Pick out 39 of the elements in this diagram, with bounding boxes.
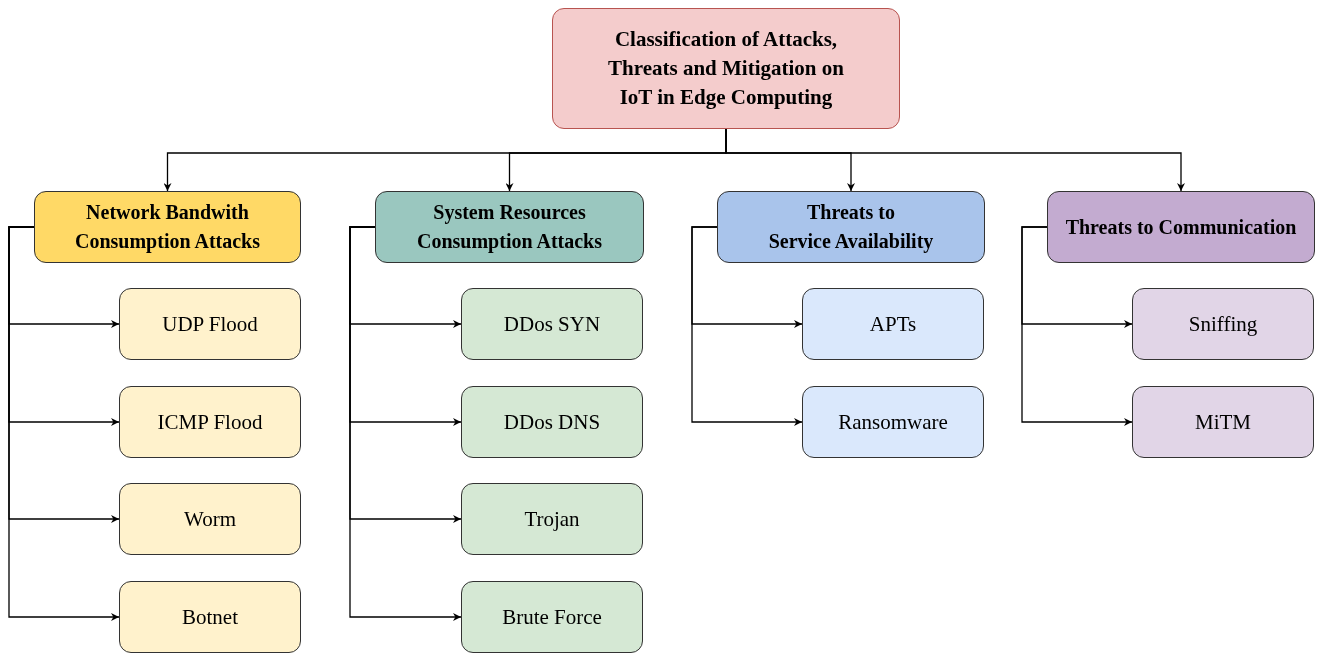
connector-arrow bbox=[349, 226, 462, 621]
connector-arrow bbox=[725, 128, 1185, 192]
node-label: System Resources Consumption Attacks bbox=[415, 200, 603, 255]
node-label: DDos SYN bbox=[503, 310, 601, 338]
leaf-box bbox=[119, 288, 301, 360]
node-label: Classification of Attacks, Threats and Mitigation on IoT in Edge Computing bbox=[607, 26, 845, 111]
node-label: DDos DNS bbox=[503, 408, 601, 436]
node-label: ICMP Flood bbox=[157, 408, 263, 436]
leaf-box bbox=[802, 386, 984, 458]
node-label: UDP Flood bbox=[162, 310, 258, 338]
leaf-box bbox=[119, 386, 301, 458]
node-label: Botnet bbox=[182, 603, 238, 631]
category-box bbox=[1047, 191, 1315, 263]
node-label: Worm bbox=[184, 505, 236, 533]
node-label: Threats to Communication bbox=[1065, 214, 1297, 240]
root-box bbox=[552, 8, 900, 129]
node-label: Trojan bbox=[524, 505, 580, 533]
leaf-box bbox=[461, 288, 643, 360]
node-label: Brute Force bbox=[502, 603, 602, 631]
leaf-box bbox=[461, 483, 643, 555]
node-label: Ransomware bbox=[838, 408, 948, 436]
leaf-box bbox=[119, 581, 301, 653]
category-box bbox=[34, 191, 301, 263]
node-label: MiTM bbox=[1195, 408, 1251, 436]
category-box bbox=[375, 191, 644, 263]
node-label: APTs bbox=[869, 310, 917, 338]
leaf-box bbox=[1132, 386, 1314, 458]
leaf-box bbox=[461, 386, 643, 458]
node-label: Network Bandwith Consumption Attacks bbox=[73, 200, 261, 255]
leaf-box bbox=[802, 288, 984, 360]
leaf-box bbox=[119, 483, 301, 555]
node-label: Sniffing bbox=[1188, 310, 1258, 338]
connector-arrow bbox=[691, 226, 803, 426]
node-label: Threats to Service Availability bbox=[767, 200, 935, 255]
category-box bbox=[717, 191, 985, 263]
connector-arrow bbox=[8, 226, 120, 621]
connector-arrow bbox=[1021, 226, 1133, 426]
leaf-box bbox=[461, 581, 643, 653]
leaf-box bbox=[1132, 288, 1314, 360]
